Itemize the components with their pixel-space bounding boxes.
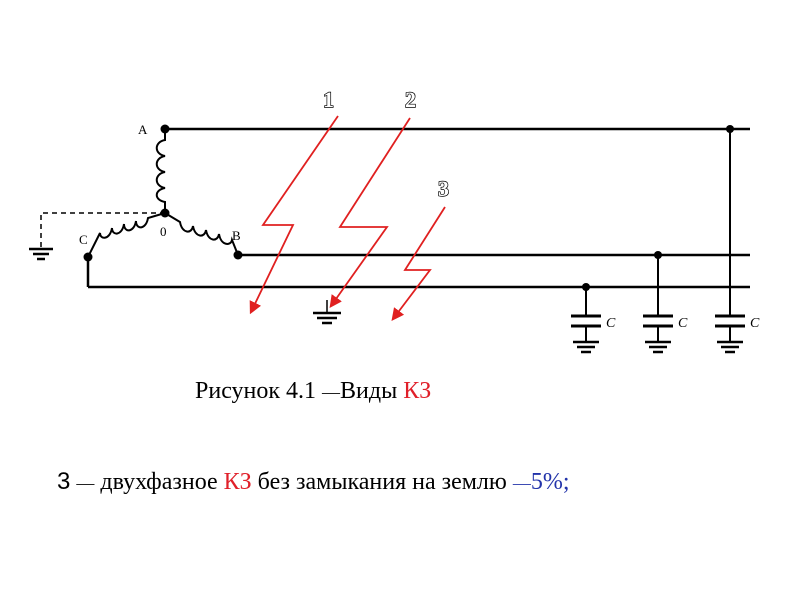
fault-description: 3 — двухфазное КЗ без замыкания на землю… xyxy=(57,468,570,496)
capacitor-label-c: С xyxy=(606,316,616,331)
capacitor-label-b: С xyxy=(678,316,688,331)
node-label-a: А xyxy=(138,122,148,137)
caption-highlight: КЗ xyxy=(403,378,432,404)
node-label-c: С xyxy=(79,232,88,247)
fault-number-1: 1 xyxy=(323,87,334,112)
node-b-dot xyxy=(233,250,243,260)
figure-caption: Рисунок 4.1 —Виды КЗ xyxy=(195,378,431,405)
description-percent: 5%; xyxy=(530,469,570,495)
node-label-b: В xyxy=(232,228,241,243)
capacitor-phase-b xyxy=(643,255,673,354)
description-text1: двухфазное xyxy=(94,469,224,495)
fault-arrow-2 xyxy=(329,117,411,309)
circuit-diagram: А В С 0 С С С xyxy=(29,86,760,354)
winding-a xyxy=(155,129,166,213)
neutral-dashed-line xyxy=(40,212,165,248)
description-dash2: — xyxy=(512,473,531,493)
caption-prefix: Рисунок 4.1 xyxy=(195,378,317,404)
winding-c xyxy=(87,212,166,258)
capacitor-label-a: С xyxy=(750,316,760,331)
node-label-zero: 0 xyxy=(160,224,167,239)
caption-text: Виды xyxy=(340,378,404,404)
capacitor-phase-a xyxy=(715,129,745,354)
fault-arrow-1 xyxy=(249,115,339,315)
caption-dash: — xyxy=(322,382,341,402)
neutral-ground xyxy=(29,212,165,261)
description-highlight: КЗ xyxy=(223,469,252,495)
junction-dots xyxy=(83,124,734,291)
node-c-dot xyxy=(83,252,93,262)
fault-arrow-3 xyxy=(391,206,446,322)
fault-number-2: 2 xyxy=(405,87,416,112)
star-windings xyxy=(87,129,239,258)
node-a-dot xyxy=(160,124,170,134)
winding-b xyxy=(164,212,239,256)
capacitor-phase-c xyxy=(571,287,601,354)
fault-arrows xyxy=(249,115,446,322)
description-number: 3 xyxy=(57,468,71,495)
node-zero-dot xyxy=(160,208,170,218)
description-text2: без замыкания на землю xyxy=(251,469,507,495)
phase-wires xyxy=(86,127,750,289)
fault-ground-symbol xyxy=(313,300,341,325)
fault-number-3: 3 xyxy=(438,176,449,201)
description-dash1: — xyxy=(76,473,95,493)
